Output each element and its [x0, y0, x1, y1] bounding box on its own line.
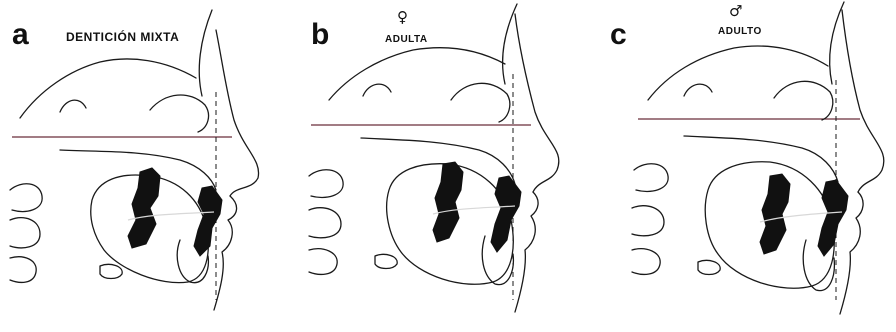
panel-b: b ♀ ADULTA: [299, 0, 597, 332]
nasal-profile: [842, 10, 884, 192]
panel-a: a DENTICIÓN MIXTA: [0, 0, 298, 332]
incisor-teeth: [818, 180, 848, 256]
palate-outline: [684, 136, 838, 182]
vertebra-3: [309, 249, 337, 275]
nasal-profile: [216, 30, 259, 196]
vertebra-2: [632, 206, 664, 236]
molar-teeth: [433, 162, 463, 242]
vertebra-3: [632, 249, 660, 275]
cranial-base-outline: [329, 48, 505, 100]
orbit-outline: [774, 81, 833, 120]
panel-caption: ADULTA: [385, 34, 428, 45]
hyoid-outline: [100, 264, 122, 278]
hyoid-outline: [375, 254, 397, 268]
vertebra-1: [634, 164, 668, 192]
hyoid-outline: [698, 260, 720, 274]
female-symbol-icon: ♀: [397, 10, 408, 25]
molar-teeth: [128, 168, 160, 248]
vertebra-2: [309, 208, 341, 238]
cephalometric-tracing-b: [299, 0, 597, 332]
sella-outline: [363, 84, 391, 96]
sella-outline: [684, 84, 712, 96]
panel-c: c ♂ ADULTO: [598, 0, 896, 332]
panel-letter: a: [12, 20, 29, 50]
sella-outline: [60, 100, 86, 112]
cranial-base-outline: [20, 59, 196, 118]
orbit-outline: [451, 83, 510, 122]
molar-teeth: [760, 174, 790, 254]
vertebra-2: [10, 218, 40, 248]
soft-tissue-lips: [515, 192, 538, 312]
panel-letter: c: [610, 20, 627, 50]
incisor-teeth: [194, 186, 222, 256]
nasal-profile: [515, 14, 559, 192]
cranial-base-outline: [648, 46, 828, 100]
panel-letter: b: [311, 20, 329, 50]
vertebra-1: [309, 170, 343, 198]
male-symbol-icon: ♂: [729, 4, 742, 19]
vertebra-1: [10, 184, 42, 212]
palate-outline: [361, 138, 515, 184]
vertebra-3: [10, 257, 36, 283]
panel-caption: ADULTO: [718, 26, 762, 37]
cephalometric-tracing-c: [598, 0, 896, 332]
skull-upper-contour: [830, 2, 844, 84]
panel-caption: DENTICIÓN MIXTA: [66, 30, 179, 44]
orbit-outline: [150, 95, 209, 132]
skull-upper-contour: [199, 10, 212, 96]
cephalometric-tracing-a: [0, 0, 298, 332]
